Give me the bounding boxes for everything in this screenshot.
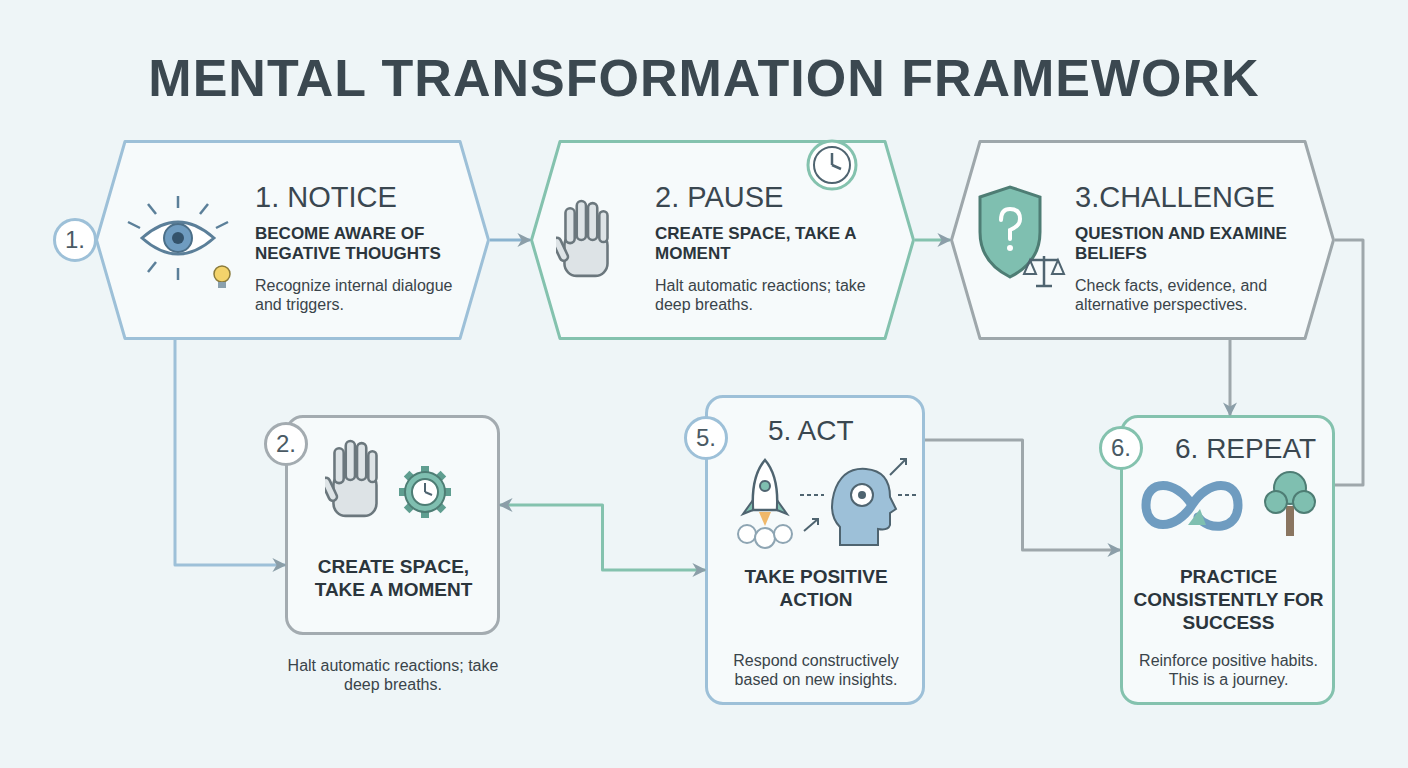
step-heading: 3.CHALLENGE [1075, 180, 1305, 215]
step-box: 1. NOTICE BECOME AWARE OF NEGATIVE THOUGH… [95, 140, 490, 340]
step-description: Check facts, evidence, and alternative p… [1075, 276, 1290, 314]
step-heading: 2. PAUSE [655, 180, 875, 215]
eye-icon [128, 196, 230, 288]
step-number: 6. [1111, 434, 1131, 463]
clock-icon [808, 141, 856, 189]
head-icon [800, 459, 918, 545]
flow-connector [915, 239, 950, 242]
flow-connector [925, 440, 1120, 550]
step-number: 1. [65, 226, 85, 255]
step-badge: 5. [684, 416, 728, 460]
step-box: 2. PAUSE CREATE SPACE, TAKE A MOMENT Halt … [530, 140, 915, 340]
flow-connector [490, 239, 530, 242]
step-box: 6. REPEAT PRACTICE CONSISTENTLY FOR SUCCE… [1120, 415, 1335, 705]
step-subtitle: CREATE SPACE, TAKE A MOMENT [655, 224, 875, 265]
hex-shape [952, 142, 1334, 339]
flow-connector [175, 340, 285, 565]
step-description: Respond constructively based on new insi… [716, 651, 916, 689]
loop-icon [1146, 486, 1238, 527]
tree-icon [1265, 472, 1315, 536]
step-box: 5. ACT TAKE POSITIVE ACTION Respond constr… [705, 395, 925, 705]
step-description: Halt automatic reactions; take deep brea… [655, 276, 870, 314]
step-subtitle: PRACTICE CONSISTENTLY FOR SUCCESS [1131, 566, 1326, 634]
flow-connector [1335, 240, 1363, 485]
rocket-icon [738, 460, 792, 548]
step-badge: 6. [1099, 426, 1143, 470]
hex-shape [97, 142, 489, 339]
shield-icon [980, 187, 1040, 277]
hand-icon [551, 201, 607, 276]
diagram-title: MENTAL TRANSFORMATION FRAMEWORK [0, 48, 1408, 108]
gear-clock-icon [399, 466, 451, 518]
hex-shape [532, 142, 914, 339]
step-number: 5. [696, 424, 716, 453]
step-heading: 5. ACT [768, 414, 918, 448]
step-heading: 6. REPEAT [1175, 432, 1335, 466]
step-subtitle: BECOME AWARE OF NEGATIVE THOUGHTS [255, 224, 480, 265]
step-subtitle: CREATE SPACE, TAKE A MOMENT [296, 556, 491, 602]
hand-icon [320, 441, 376, 516]
step-number: 2. [276, 430, 296, 459]
scales-icon [1024, 256, 1064, 286]
step-description: Recognize internal dialogue and triggers… [255, 276, 470, 314]
step-subtitle: QUESTION AND EXAMINE BELIEFS [1075, 224, 1295, 265]
step-badge: 1. [53, 218, 97, 262]
flow-connector [500, 505, 705, 570]
flow-connector [1229, 340, 1232, 415]
step-description: Halt automatic reactions; take deep brea… [268, 656, 518, 694]
step-heading: 1. NOTICE [255, 180, 480, 215]
step-box: CREATE SPACE, TAKE A MOMENTHalt automati… [285, 415, 500, 635]
step-description: Reinforce positive habits. This is a jou… [1131, 651, 1326, 689]
step-badge: 2. [264, 422, 308, 466]
step-box: 3.CHALLENGE QUESTION AND EXAMINE BELIEFS C… [950, 140, 1335, 340]
step-subtitle: TAKE POSITIVE ACTION [716, 566, 916, 612]
